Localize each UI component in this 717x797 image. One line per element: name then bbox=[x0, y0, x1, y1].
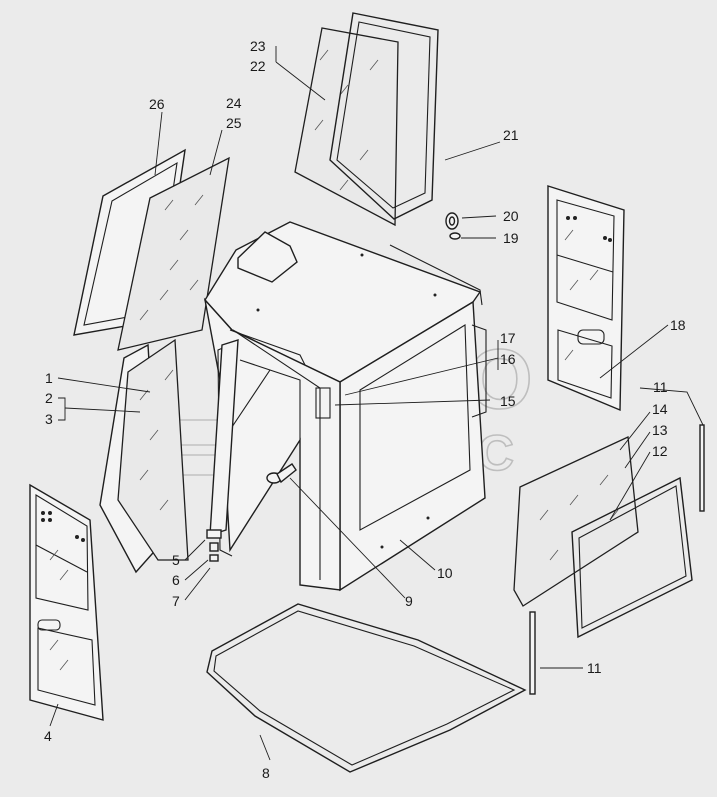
callout-11-top: 11 bbox=[653, 379, 668, 395]
cab-body bbox=[203, 221, 487, 592]
callout-26: 26 bbox=[149, 96, 165, 112]
callout-6: 6 bbox=[172, 572, 180, 588]
right-side-seal bbox=[571, 476, 693, 639]
callout-24: 24 bbox=[226, 95, 242, 111]
callout-labels: 23 22 21 20 19 26 24 25 1 2 3 4 5 6 7 8 … bbox=[44, 38, 686, 781]
right-side-glass bbox=[513, 436, 639, 607]
callout-18: 18 bbox=[670, 317, 686, 333]
callout-12: 12 bbox=[652, 443, 668, 459]
callout-17: 17 bbox=[500, 330, 516, 346]
callout-7: 7 bbox=[172, 593, 180, 609]
callout-20: 20 bbox=[503, 208, 519, 224]
windshield-seal bbox=[329, 12, 439, 220]
callout-21: 21 bbox=[503, 127, 519, 143]
callout-16: 16 bbox=[500, 351, 516, 367]
seal-strips bbox=[529, 424, 705, 695]
leader-lines bbox=[49, 46, 704, 761]
callout-8: 8 bbox=[262, 765, 270, 781]
callout-14: 14 bbox=[652, 401, 668, 417]
rear-window-glass bbox=[117, 156, 230, 351]
pillar-bracket bbox=[206, 339, 239, 562]
callout-10: 10 bbox=[437, 565, 453, 581]
callout-4: 4 bbox=[44, 728, 52, 744]
callout-2: 2 bbox=[45, 390, 53, 406]
bolt bbox=[266, 463, 297, 484]
callout-25: 25 bbox=[226, 115, 242, 131]
right-door bbox=[547, 185, 625, 412]
callout-5: 5 bbox=[172, 552, 180, 568]
callout-15: 15 bbox=[500, 393, 516, 409]
eye-bolt bbox=[445, 212, 461, 240]
callout-1: 1 bbox=[45, 370, 53, 386]
callout-13: 13 bbox=[652, 422, 668, 438]
callout-3: 3 bbox=[45, 411, 53, 427]
callout-9: 9 bbox=[405, 593, 413, 609]
callout-22: 22 bbox=[250, 58, 266, 74]
floor-seal bbox=[206, 603, 527, 773]
windshield-glass bbox=[294, 27, 399, 227]
callout-19: 19 bbox=[503, 230, 519, 246]
left-side-glass bbox=[99, 338, 189, 574]
callout-23: 23 bbox=[250, 38, 266, 54]
callout-11-bottom: 11 bbox=[587, 660, 602, 676]
left-door bbox=[29, 483, 104, 721]
